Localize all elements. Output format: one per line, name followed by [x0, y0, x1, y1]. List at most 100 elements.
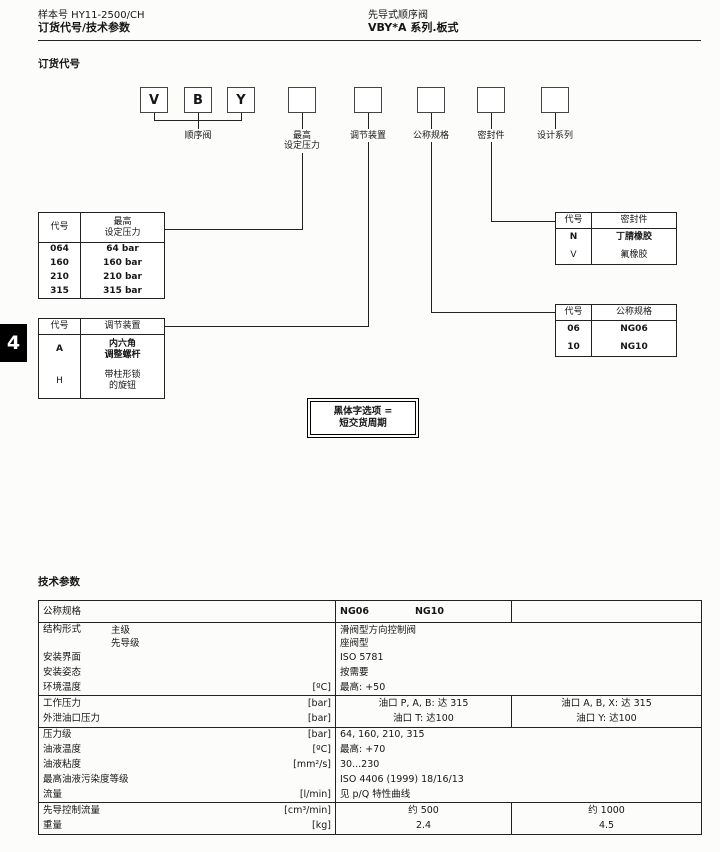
seal-table-value-header: 密封件 — [591, 212, 677, 229]
table-row: 油液温度[ºC] 最高: +70 — [39, 742, 702, 758]
tech-section-title: 技术参数 — [38, 576, 80, 588]
tech-value: ISO 4406 (1999) 18/16/13 — [335, 772, 702, 788]
connector-line — [302, 113, 303, 129]
tech-value: 油口 A, B, X: 达 315 — [511, 695, 702, 712]
tech-value: 约 500 — [335, 802, 512, 819]
product-series: VBY*A 系列.板式 — [368, 21, 459, 34]
table-row: 外泄油口压力[bar] 油口 T: 达100 油口 Y: 达100 — [38, 711, 702, 728]
header-divider — [38, 40, 701, 41]
tech-label: 环境温度[ºC] — [38, 680, 336, 696]
connector-line — [302, 153, 303, 229]
tech-value: 约 1000 — [511, 802, 702, 819]
code-box-series — [541, 87, 569, 113]
tech-label: 油液温度[ºC] — [43, 744, 331, 755]
connector-line — [241, 113, 242, 120]
table-row: 工作压力[bar] 油口 P, A, B: 达 315 油口 A, B, X: … — [39, 695, 702, 712]
label-design-series: 设计系列 — [536, 131, 573, 141]
table-row: 环境温度[ºC] 最高: +50 — [38, 680, 702, 696]
code-box-b: B — [184, 87, 212, 113]
connector-line — [491, 142, 492, 221]
tech-value: 最高: +50 — [335, 680, 702, 696]
page-title: 订货代号/技术参数 — [38, 21, 131, 34]
label-adjustment: 调节装置 — [349, 131, 386, 141]
table-row: 油液粘度[mm²/s] 30...230 — [39, 757, 702, 773]
seal-table: 代号 密封件 N 丁腈橡胶 V 氟橡胶 — [555, 212, 677, 265]
tech-label: 压力级[bar] — [43, 729, 331, 741]
bold-option-note: 黑体字选项 = 短交货周期 — [307, 398, 419, 438]
table-row: 先导控制流量[cm³/min] 约 500 约 1000 — [39, 802, 702, 819]
max-pressure-table: 代号 最高 设定压力 064 64 bar 160 160 bar 210 21… — [38, 212, 165, 299]
tech-label: 外泄油口压力[bar] — [38, 711, 336, 728]
table-row: 064 64 bar — [38, 242, 165, 257]
tech-value: 最高: +70 — [335, 742, 702, 758]
tech-label: 安装姿态 — [43, 667, 82, 678]
table-row: 210 210 bar — [38, 270, 165, 285]
tech-label: 公称规格 — [38, 600, 336, 623]
tech-label: 安装界面 — [43, 652, 82, 663]
connector-line — [431, 113, 432, 129]
label-sequence-valve: 顺序阀 — [184, 131, 212, 141]
pressure-table-code-header: 代号 — [38, 212, 81, 243]
adjust-option-h: 带柱形锁 的旋钮 — [104, 370, 141, 392]
adjust-option-a: 内六角 调整螺杆 — [104, 338, 141, 360]
tech-value: 4.5 — [511, 818, 702, 835]
table-row: 安装姿态 按需要 — [39, 665, 702, 681]
table-row: 315 315 bar — [38, 284, 165, 299]
tech-value: 64, 160, 210, 315 — [335, 727, 702, 743]
tech-label: 先导控制流量[cm³/min] — [43, 804, 331, 816]
table-row: 结构形式 主级先导级 滑阀型方向控制阀 座阀型 — [39, 622, 702, 651]
label-seals: 密封件 — [477, 131, 505, 141]
code-box-v: V — [140, 87, 168, 113]
tech-value: ISO 5781 — [335, 650, 702, 666]
connector-line — [368, 142, 369, 326]
tech-label: 最高油液污染度等级 — [43, 774, 129, 785]
table-row: 最高油液污染度等级 ISO 4406 (1999) 18/16/13 — [39, 772, 702, 788]
code-box-y: Y — [227, 87, 255, 113]
table-row: N 丁腈橡胶 — [555, 228, 677, 247]
connector-line — [165, 326, 369, 327]
label-max-pressure: 最高 设定压力 — [283, 131, 320, 151]
adjustment-table: 代号 调节装置 A 内六角 调整螺杆 H 带柱形锁 的旋钮 — [38, 318, 165, 399]
label-nominal-size: 公称规格 — [412, 131, 449, 141]
connector-line — [431, 142, 432, 312]
chapter-tab: 4 — [0, 324, 27, 362]
table-row: 重量[kg] 2.4 4.5 — [39, 818, 702, 835]
connector-line — [198, 113, 199, 129]
seal-table-code-header: 代号 — [555, 212, 592, 229]
tech-label: 工作压力[bar] — [43, 697, 331, 709]
connector-line — [491, 113, 492, 129]
tech-value: 30...230 — [335, 757, 702, 773]
table-row: 160 160 bar — [38, 256, 165, 271]
size-table-value-header: 公称规格 — [591, 304, 677, 321]
table-row: 安装界面 ISO 5781 — [39, 650, 702, 666]
connector-line — [491, 221, 556, 222]
connector-line — [368, 113, 369, 129]
connector-line — [165, 229, 303, 230]
tech-value: 见 p/Q 特性曲线 — [335, 787, 702, 803]
product-title: 先导式顺序阀 — [368, 10, 428, 21]
table-row: H 带柱形锁 的旋钮 — [38, 364, 165, 399]
pressure-table-value-header: 最高 设定压力 — [80, 212, 165, 243]
catalog-number: 样本号 HY11-2500/CH — [38, 10, 145, 21]
nominal-size-table: 代号 公称规格 06 NG06 10 NG10 — [555, 304, 677, 357]
tech-value — [511, 600, 702, 623]
table-row: 压力级[bar] 64, 160, 210, 315 — [39, 727, 702, 743]
table-row: A 内六角 调整螺杆 — [38, 334, 165, 365]
connector-line — [154, 113, 155, 120]
code-box-seal — [477, 87, 505, 113]
table-row: V 氟橡胶 — [555, 246, 677, 265]
table-row: 10 NG10 — [555, 338, 677, 357]
ordering-section-title: 订货代号 — [38, 58, 80, 70]
connector-line — [555, 113, 556, 129]
tech-value: 按需要 — [335, 665, 702, 681]
tech-value: 2.4 — [335, 818, 512, 835]
tech-value: 油口 Y: 达100 — [511, 711, 702, 728]
table-row: 流量[l/min] 见 p/Q 特性曲线 — [38, 787, 702, 803]
tech-value: 油口 P, A, B: 达 315 — [335, 695, 512, 712]
code-box-pressure — [288, 87, 316, 113]
table-row: 06 NG06 — [555, 320, 677, 339]
adjust-table-value-header: 调节装置 — [80, 318, 165, 335]
